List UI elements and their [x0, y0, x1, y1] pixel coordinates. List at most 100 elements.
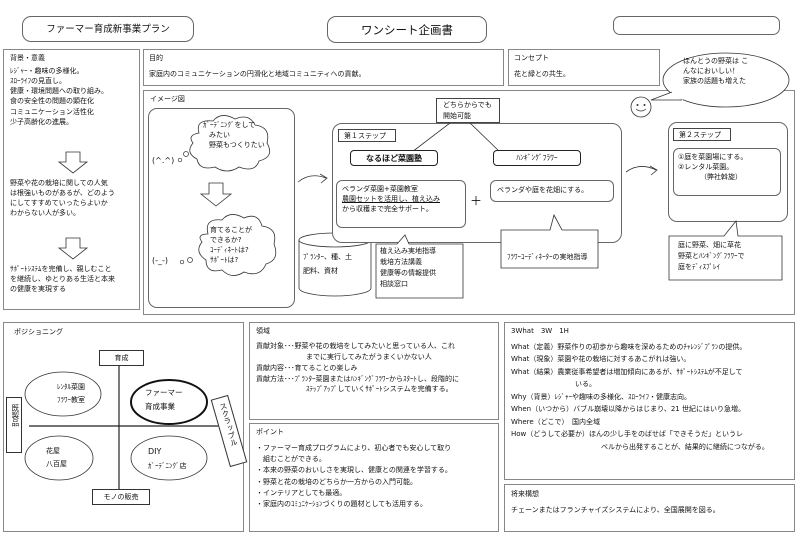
speech-line: んなにおいしい！: [683, 67, 739, 76]
thought2-line: できるか?: [210, 236, 242, 245]
background-line: ﾚｼﾞｬｰ・趣味の多様化。: [10, 67, 84, 75]
thought1-text: ｶﾞｰﾃﾞﾆﾝｸﾞをして みたい 野菜もつくりたい: [203, 120, 265, 150]
three-w-line: Why（背景）ﾚｼﾞｬｰや趣味の多様化、ｽﾛｰﾗｲﾌ・健康志向。: [511, 392, 691, 401]
purpose-title: 目的: [149, 54, 163, 62]
three-w-lines: What（定義）野菜作りの初歩から趣味を深めるためのﾁｬﾚﾝｼﾞﾌﾟﾗﾝの提供。…: [511, 341, 769, 453]
concept-panel: コンセプト 花と緑との共生。: [508, 49, 660, 86]
concept-text: 花と緑との共生。: [514, 70, 570, 78]
step2-line: （弊社斡旋）: [700, 173, 742, 182]
either-callout: どちらからでも 開始可能: [436, 98, 500, 123]
curved-arrow-right: [625, 165, 658, 176]
callout-line: 栽培方法講義: [380, 257, 422, 266]
callout-line: 相談窓口: [380, 279, 408, 288]
background-line: 少子高齢化の進展。: [10, 117, 73, 126]
quadrant-line: 八百屋: [46, 460, 67, 469]
cylinder-line: ﾌﾟﾗﾝﾀｰ、種、土: [303, 253, 352, 261]
mid-text-line: わからない人が多い。: [10, 209, 80, 218]
thought-cloud-2: [198, 214, 277, 276]
mid-text-line: は根強いものがあるが、どのよう: [10, 189, 115, 198]
domain-panel: 領域 貢献対象･･･野菜や花の栽培をしてみたいと思っている人、これ までに実行し…: [249, 322, 499, 420]
domain-line: 貢献方法･･･ﾌﾟﾗﾝﾀｰ菜園またはﾊﾝｷﾞﾝｸﾞﾌﾗﾜｰからｽﾀｰﾄし、段階的…: [256, 374, 459, 383]
quadrant-line: ﾌﾗﾜｰ教室: [57, 396, 85, 405]
thought1-line: ｶﾞｰﾃﾞﾆﾝｸﾞをして: [203, 121, 256, 129]
background-line: ｽﾛｰﾗｲﾌの見直し。: [10, 77, 66, 86]
axis-left-text: 既製品: [10, 404, 20, 427]
either-line: どちらからでも: [443, 101, 492, 109]
points-line: ・野菜と花の栽培のどちらか一方からの入門可能。: [256, 477, 417, 486]
background-lines: ﾚｼﾞｬｰ・趣味の多様化。 ｽﾛｰﾗｲﾌの見直し。 健康・環境問題への取り組み。…: [10, 66, 108, 127]
step2-label: 第２ステップ: [673, 128, 731, 141]
speech-bubble-top-right: [650, 52, 790, 108]
option-a-title: なるほど菜園塾: [366, 154, 422, 163]
thought2-line: ｺｰﾃﾞｨﾈｰﾄは?: [210, 246, 249, 255]
background-bottom-text: ｻﾎﾟｰﾄｼｽﾃﾑを完備し、親しむこと を継続し、ゆとりある生活と本来 の健康を…: [10, 264, 115, 294]
three-w-line: What（定義）野菜作りの初歩から趣味を深めるためのﾁｬﾚﾝｼﾞﾌﾟﾗﾝの提供。: [511, 343, 747, 351]
background-line: 健康・環境問題への取り組み。: [10, 87, 108, 96]
mid-text-line: にしてすすめていったらよいか: [10, 199, 108, 208]
future-panel: 将来構想 チェーンまたはフランチャイズシステムにより、全国展開を図る。: [504, 484, 795, 532]
thought2-text: 育てることが できるか? ｺｰﾃﾞｨﾈｰﾄは? ｻﾎﾟｰﾄは?: [210, 225, 252, 266]
thought1-line: みたい: [209, 131, 230, 140]
points-line: ・インテリアとしても最適。: [256, 488, 347, 497]
quadrant-line: 花屋: [46, 447, 60, 455]
quadrant-tr: ファーマー 育成事業: [145, 388, 195, 413]
option-a-lines: ベランダ菜園+菜園教室 農園セットを活用し、植え込み から収穫まで完全サポート。: [342, 184, 440, 214]
future-text: チェーンまたはフランチャイズシステムにより、全国展開を図る。: [511, 506, 720, 514]
step2-callout-text: 庭に野菜、畑に草花 野菜とﾊﾝｷﾞﾝｸﾞﾌﾗﾜｰで 庭をﾃﾞｨｽﾌﾟﾚｲ: [678, 240, 745, 273]
blank-header-box: [613, 16, 780, 35]
domain-line: までに実行してみたがうまくいかない人: [306, 352, 432, 361]
option-b-title-box: ﾊﾝｷﾞﾝｸﾞﾌﾗﾜｰ: [493, 150, 581, 166]
callout-line: 植え込み実地指導: [380, 247, 436, 255]
three-w-line: How（どうして必要か）ほんの少し手をのばせば「できそうだ」というレ: [511, 430, 744, 439]
three-w-line: What（現象）菜園や花の栽培に対するあこがれは強い。: [511, 355, 691, 364]
step1-callout-right-shape: [500, 213, 599, 269]
positioning-title: ポジショニング: [14, 328, 63, 336]
three-w-line: When（いつから）バブル崩壊以降からはじまり、21 世紀にはいり急増。: [511, 405, 745, 414]
curved-arrow-left: [297, 173, 328, 184]
future-title: 将来構想: [511, 490, 539, 498]
axis-bottom-label: モノの販売: [92, 489, 150, 505]
three-w-panel: 3What 3W 1H What（定義）野菜作りの初歩から趣味を深めるためのﾁｬ…: [504, 322, 795, 480]
step1-label: 第１ステップ: [338, 129, 396, 142]
purpose-panel: 目的 家庭内のコミュニケーションの円滑化と地域コミュニティへの貢献。: [143, 49, 504, 86]
cylinder-text: ﾌﾟﾗﾝﾀｰ、種、土 肥料、資材: [303, 252, 352, 276]
domain-lines: 貢献対象･･･野菜や花の栽培をしてみたいと思っている人、これ までに実行してみた…: [256, 341, 459, 395]
mid-text-line: 野菜や花の栽培に関しての人気: [10, 179, 108, 187]
background-panel: 背景・意義 ﾚｼﾞｬｰ・趣味の多様化。 ｽﾛｰﾗｲﾌの見直し。 健康・環境問題へ…: [3, 49, 140, 310]
three-w-line: What（結果）農業従事希望者は増加傾向にあるが、ｻﾎﾟｰﾄｼｽﾃﾑが不足して: [511, 367, 743, 376]
down-arrow-1: [57, 151, 89, 174]
domain-line: ｽﾃｯﾌﾟｱｯﾌﾟしていくｻﾎﾟｰﾄシステムを完備する。: [306, 385, 453, 394]
axis-top-text: 育成: [114, 354, 129, 362]
bottom-text-line: ｻﾎﾟｰﾄｼｽﾃﾑを完備し、親しむこと: [10, 265, 112, 273]
step1-callout-left-text: 植え込み実地指導 栽培方法講義 健康等の情報提供 相談窓口: [380, 246, 436, 289]
axis-bottom-text: モノの販売: [103, 493, 139, 501]
domain-line: 貢献内容･･･育てることの楽しみ: [256, 363, 358, 372]
step2-callout-line: 庭に野菜、畑に草花: [678, 241, 741, 249]
image-diagram-title: イメージ図: [150, 95, 185, 103]
plan-title-box: ファーマー育成新事業プラン: [22, 16, 194, 42]
background-line: 食の安全性の問題の顕在化: [10, 97, 94, 106]
positioning-axes: [24, 358, 225, 494]
thought2-line: 育てることが: [210, 226, 252, 234]
points-line: 組むことができる。: [263, 455, 326, 464]
quadrant-bl: 花屋 八百屋: [46, 446, 78, 469]
step2-callout-line: 庭をﾃﾞｨｽﾌﾟﾚｲ: [678, 262, 720, 271]
background-line: コミュニケーション活性化: [10, 107, 94, 116]
option-a-title-box: なるほど菜園塾: [350, 150, 438, 166]
option-b-text: ベランダや庭を花畑にする。: [497, 186, 589, 194]
thought1-line: 野菜もつくりたい: [209, 141, 265, 150]
concept-title: コンセプト: [514, 54, 549, 62]
axis-top-label: 育成: [99, 350, 144, 366]
points-line: ・本来の野菜のおいしさを実現し、健康との関連を学習する。: [256, 466, 452, 475]
quadrant-line: ファーマー: [145, 388, 183, 397]
plan-title: ファーマー育成新事業プラン: [46, 24, 170, 35]
doc-title: ワンシート企画書: [361, 23, 453, 37]
thought-dots-1: [177, 151, 189, 163]
face-happy: (^.^): [152, 156, 175, 165]
cylinder-line: 肥料、資材: [303, 267, 338, 276]
option-a-line: 農園セットを活用し、植え込み: [342, 195, 440, 204]
points-title: ポイント: [256, 428, 284, 436]
domain-line: 貢献対象･･･野菜や花の栽培をしてみたいと思っている人、これ: [256, 342, 455, 350]
three-w-line: いる。: [575, 380, 596, 389]
speech-line: 家族の話題も増えた: [683, 77, 746, 86]
